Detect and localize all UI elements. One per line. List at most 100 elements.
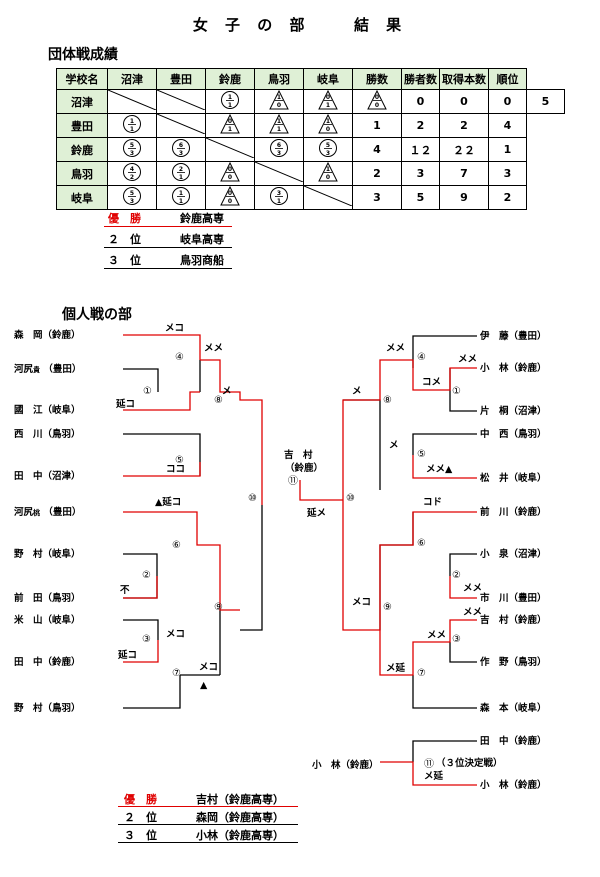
team-header-cell: 豊田	[156, 68, 206, 90]
svg-text:3: 3	[277, 190, 281, 197]
svg-text:3: 3	[130, 198, 134, 205]
team-header-cell: 勝数	[352, 68, 402, 90]
win-circle-icon: 31	[270, 187, 288, 205]
right-player-name: 伊 藤（豊田）	[480, 331, 547, 342]
team-header-cell: 順位	[488, 68, 527, 90]
score-mark: メ	[222, 386, 232, 397]
score-mark: 延コ	[118, 650, 138, 661]
svg-text:6: 6	[179, 142, 183, 149]
score-mark: メメ	[463, 607, 483, 618]
individual-section-heading: 個人戦の部	[62, 307, 132, 323]
loss-triangle-icon: 01	[220, 113, 240, 134]
team-result-place: 優 勝	[108, 212, 141, 225]
team-school-name: 豊田	[56, 113, 108, 138]
right-player-name: 小 林（鈴鹿）	[480, 780, 547, 791]
underline	[104, 268, 232, 269]
right-player-name: 森 本（岐阜）	[480, 703, 547, 714]
svg-text:2: 2	[179, 166, 183, 173]
team-school-name: 鳥羽	[56, 161, 108, 186]
svg-text:3: 3	[326, 150, 330, 157]
svg-text:1: 1	[326, 102, 330, 109]
individual-result-place: ２ 位	[124, 811, 157, 824]
svg-text:1: 1	[277, 94, 281, 101]
loss-triangle-icon: 00	[220, 161, 240, 182]
svg-text:5: 5	[326, 142, 330, 149]
match-number: ⑪	[288, 476, 298, 487]
score-mark: コド	[423, 497, 443, 508]
score-mark: メメ	[458, 354, 478, 365]
svg-text:1: 1	[228, 102, 232, 109]
loss-triangle-icon: 10	[318, 161, 338, 182]
team-header-cell: 岐阜	[303, 68, 353, 90]
score-mark: メ延	[424, 771, 444, 782]
individual-result-place: ３ 位	[124, 829, 157, 842]
left-player-name: 田 中（鈴鹿）	[14, 657, 81, 668]
svg-text:0: 0	[277, 102, 281, 109]
team-school-name: 岐阜	[56, 185, 108, 210]
team-header-cell: 勝者数	[401, 68, 440, 90]
left-player-name: 田 中（沼津）	[14, 471, 81, 482]
left-player-name: 河尻桃 （豊田）	[14, 507, 82, 518]
individual-result-player: 森岡（鈴鹿高専）	[196, 811, 284, 824]
svg-text:2: 2	[130, 174, 134, 181]
team-section-heading: 団体戦成績	[48, 47, 118, 63]
score-mark: コメ	[422, 377, 442, 388]
team-stat-cell: 2	[488, 185, 527, 210]
svg-text:4: 4	[130, 166, 134, 173]
match-number: ④	[417, 352, 426, 363]
champion-school: （鈴鹿）	[285, 463, 324, 474]
team-result-place: ２ 位	[108, 233, 141, 246]
svg-text:0: 0	[228, 166, 232, 173]
win-circle-icon: 11	[221, 91, 239, 109]
win-circle-icon: 63	[172, 139, 190, 157]
score-mark: 延メ	[307, 508, 327, 519]
score-mark: メコ	[165, 323, 185, 334]
svg-text:0: 0	[326, 174, 330, 181]
svg-text:0: 0	[228, 118, 232, 125]
team-stat-cell: 1	[352, 113, 402, 138]
left-player-name: 前 田（鳥羽）	[14, 593, 81, 604]
score-mark: メメ	[386, 343, 406, 354]
score-mark: 延コ	[116, 399, 136, 410]
match-number: ⑧	[383, 395, 392, 406]
match-number: ⑩	[248, 493, 257, 504]
svg-text:1: 1	[277, 198, 281, 205]
team-result-school: 鈴鹿高専	[180, 212, 224, 225]
score-mark: メコ	[166, 629, 186, 640]
team-result-school: 鳥羽商船	[180, 254, 224, 267]
win-circle-icon: 53	[123, 187, 141, 205]
diagonal-line	[107, 89, 157, 111]
match-number: ⑨	[383, 602, 392, 613]
svg-text:0: 0	[375, 102, 379, 109]
right-player-name: 小 林（鈴鹿）	[480, 363, 547, 374]
svg-text:1: 1	[228, 94, 232, 101]
champion-name: 吉 村	[284, 450, 313, 461]
match-number: ⑥	[417, 538, 426, 549]
score-mark: メコ	[199, 662, 219, 673]
underline	[118, 842, 298, 843]
score-mark: メメ	[427, 630, 447, 641]
score-mark: メ延	[386, 663, 406, 674]
underline	[118, 806, 298, 807]
left-player-name: 森 岡（鈴鹿）	[14, 330, 81, 341]
right-player-name: 松 井（岐阜）	[480, 473, 547, 484]
score-mark: ココ	[166, 464, 186, 475]
match-number: ④	[175, 352, 184, 363]
team-stat-cell: 2	[352, 161, 402, 186]
diagonal-line	[156, 113, 206, 135]
left-player-name: 米 山（岐阜）	[14, 615, 81, 626]
team-result-school: 岐阜高専	[180, 233, 224, 246]
match-number: ⑩	[346, 493, 355, 504]
diagonal-line	[205, 137, 255, 159]
svg-text:1: 1	[179, 198, 183, 205]
individual-result-player: 吉村（鈴鹿高専）	[196, 793, 284, 806]
match-number: ③	[142, 634, 151, 645]
left-player-name: 國 江（岐阜）	[14, 405, 81, 416]
